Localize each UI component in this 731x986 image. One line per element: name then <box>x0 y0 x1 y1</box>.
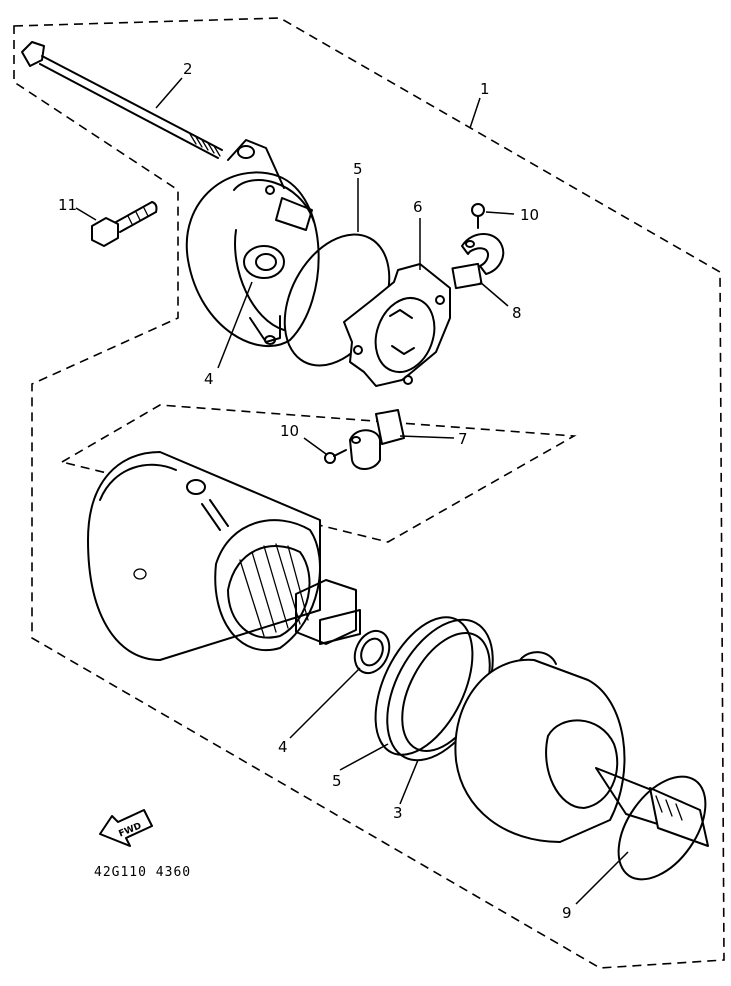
leader-1 <box>469 97 481 129</box>
leader-3 <box>399 759 419 805</box>
mounting-bolt <box>91 201 158 247</box>
drawing-code: 42G110 4360 <box>94 865 191 880</box>
screw-lower <box>324 449 347 464</box>
leader-8 <box>479 281 509 307</box>
leader-10-lower <box>303 437 327 455</box>
fwd-arrow-icon: FWD <box>99 809 153 847</box>
screw-upper <box>471 203 485 229</box>
label-1: 1 <box>480 80 490 98</box>
label-3: 3 <box>393 804 403 822</box>
label-9: 9 <box>562 904 572 922</box>
leader-5-lower <box>339 743 389 771</box>
brush-holder-lower <box>349 409 405 470</box>
rear-end-cover <box>185 139 320 348</box>
through-bolt <box>21 41 223 159</box>
leader-7 <box>399 435 455 439</box>
leader-11 <box>75 207 97 221</box>
brush-plate <box>343 263 451 387</box>
leader-10-upper <box>485 211 515 215</box>
label-10-upper: 10 <box>520 206 539 224</box>
label-11: 11 <box>58 196 77 214</box>
label-5-lower: 5 <box>332 772 342 790</box>
label-2: 2 <box>183 60 193 78</box>
leader-4-lower <box>289 667 361 739</box>
label-4-lower: 4 <box>278 738 288 756</box>
front-cover <box>454 651 709 847</box>
label-8: 8 <box>512 304 522 322</box>
brush-holder-upper <box>451 233 505 290</box>
washer-lower <box>353 629 391 675</box>
leader-2 <box>155 77 183 109</box>
label-10-lower: 10 <box>280 422 299 440</box>
label-7: 7 <box>458 430 468 448</box>
leader-9 <box>575 851 629 905</box>
leader-4-upper <box>217 281 253 369</box>
o-ring-front <box>617 775 707 881</box>
label-5-upper: 5 <box>353 160 363 178</box>
motor-yoke-armature <box>87 451 361 661</box>
label-6: 6 <box>413 198 423 216</box>
assembly-boundary-dashed <box>13 17 725 969</box>
brush-group-boundary-dashed <box>59 404 577 543</box>
label-4-upper: 4 <box>204 370 214 388</box>
